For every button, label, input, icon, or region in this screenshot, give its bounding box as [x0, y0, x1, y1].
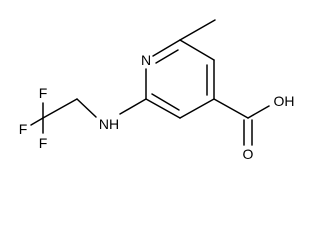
atom-label-f-top: F [39, 85, 48, 101]
bond-cf3-f-left [30, 117, 44, 126]
bond-c6-c5 [179, 39, 215, 61]
molecule-structure: N NH OH O F F F [19, 19, 295, 162]
bond-c4-cooh [213, 98, 249, 119]
bond-n-c6 [152, 39, 181, 57]
atom-label-nh: NH [99, 116, 119, 132]
bond-ch2-cf3 [42, 98, 78, 119]
bond-c3-c2-inner [151, 93, 180, 111]
bond-layer [30, 19, 270, 146]
atom-label-f-bottom: F [39, 135, 48, 151]
bond-cooh-oh [247, 105, 270, 119]
bond-c2-nh [119, 98, 147, 115]
bond-c4-c3 [179, 98, 215, 119]
atom-label-f-left: F [19, 121, 28, 137]
bond-c3-c2 [145, 98, 181, 119]
bond-methyl [179, 19, 216, 41]
bond-nh-ch2 [76, 98, 97, 118]
atom-label-o-carbonyl: O [243, 146, 254, 162]
atom-label-layer: N NH OH O F F F [19, 52, 295, 162]
structure-canvas: N NH OH O F F F [19, 19, 295, 162]
atom-label-n-ring: N [141, 52, 151, 68]
atom-label-oh: OH [274, 93, 295, 109]
bond-n-c6-inner [155, 49, 179, 64]
